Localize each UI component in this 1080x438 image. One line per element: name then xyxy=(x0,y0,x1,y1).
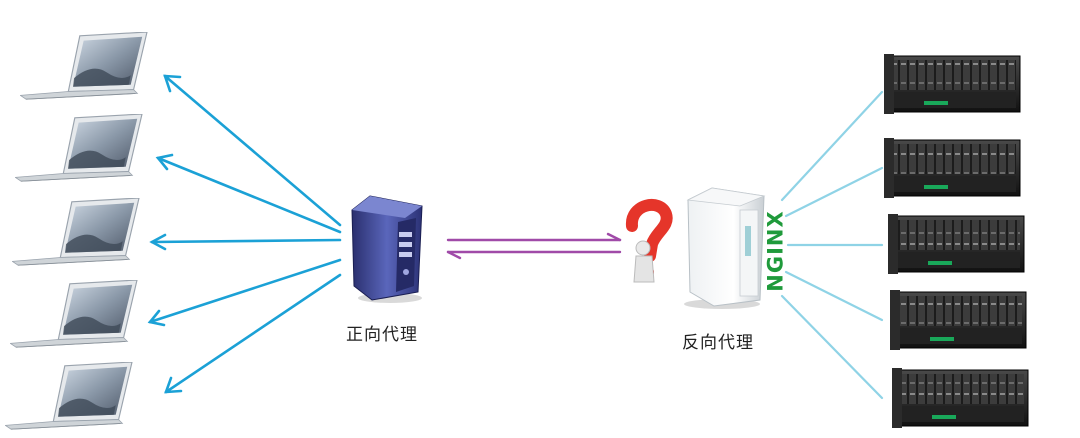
arrow-to-client-5 xyxy=(164,273,342,394)
client-laptops xyxy=(5,32,148,430)
line-to-server-1 xyxy=(780,90,884,202)
client-arrows xyxy=(147,74,342,394)
laptop-icon xyxy=(15,114,143,182)
laptop-icon xyxy=(12,198,140,266)
backend-servers xyxy=(884,54,1029,428)
rack-server-icon xyxy=(884,54,1021,114)
laptop-icon xyxy=(20,32,148,100)
server-lines xyxy=(780,90,884,400)
rack-server-icon xyxy=(890,290,1027,350)
arrowhead-icon xyxy=(149,233,167,251)
line-to-server-2 xyxy=(784,166,884,218)
reverse-proxy-server xyxy=(684,187,766,309)
arrow-to-client-1 xyxy=(163,74,342,227)
forward-proxy-server xyxy=(351,195,423,303)
laptop-icon xyxy=(5,362,133,430)
arrowhead-icon xyxy=(147,309,166,327)
question-mark-figure-icon xyxy=(626,199,673,283)
arrow-to-client-3 xyxy=(150,238,342,244)
forward-proxy-label: 正向代理 xyxy=(346,325,418,345)
arrowhead-icon xyxy=(164,376,183,394)
laptop-icon xyxy=(10,280,138,348)
nginx-logo: NGINX xyxy=(760,208,792,294)
arrow-to-client-4 xyxy=(148,258,342,324)
arrow-to-client-2 xyxy=(156,156,342,234)
proxy-link-arrows xyxy=(446,232,622,260)
arrowhead-icon xyxy=(606,232,622,242)
arrowhead-icon xyxy=(163,74,182,93)
arrowhead-icon xyxy=(446,250,462,260)
line-to-server-5 xyxy=(780,294,884,400)
rack-server-icon xyxy=(888,214,1025,274)
reverse-proxy-label: 反向代理 xyxy=(682,333,754,353)
nginx-logo-text: NGINX xyxy=(764,210,788,292)
rack-server-icon xyxy=(892,368,1029,428)
rack-server-icon xyxy=(884,138,1021,198)
arrowhead-icon xyxy=(155,153,174,171)
line-to-server-4 xyxy=(784,270,884,322)
